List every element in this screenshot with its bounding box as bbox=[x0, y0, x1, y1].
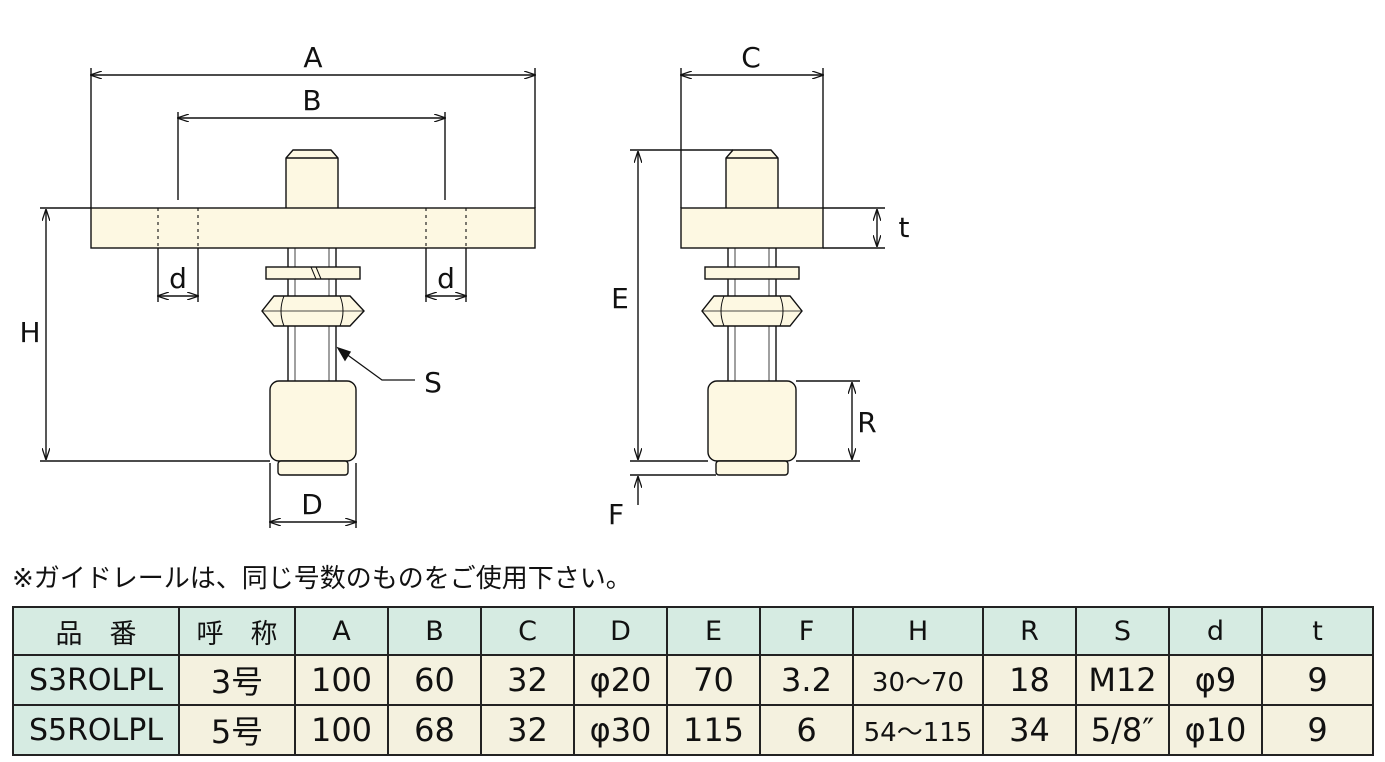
washer-side bbox=[704, 266, 800, 280]
header-t: t bbox=[1261, 606, 1374, 656]
cell-d-hole: φ9 bbox=[1168, 654, 1263, 706]
label-d-left: d bbox=[169, 262, 187, 295]
label-s: S bbox=[424, 366, 442, 399]
leader-s bbox=[337, 347, 415, 381]
cell-d-hole: φ10 bbox=[1168, 704, 1263, 756]
label-d-right: d bbox=[437, 262, 455, 295]
cell-c: 32 bbox=[480, 704, 575, 756]
cell-d: φ30 bbox=[573, 704, 668, 756]
cell-r: 34 bbox=[982, 704, 1077, 756]
stud-top-side bbox=[725, 149, 779, 208]
cell-a: 100 bbox=[294, 704, 389, 756]
label-t: t bbox=[899, 211, 910, 244]
roller-side bbox=[707, 380, 797, 462]
header-h: H bbox=[852, 606, 984, 656]
header-f: F bbox=[759, 606, 854, 656]
cell-b: 68 bbox=[387, 704, 482, 756]
technical-drawing: A B d d H S D C t E R F bbox=[19, 41, 910, 531]
label-f: F bbox=[608, 498, 624, 531]
label-r: R bbox=[857, 406, 876, 439]
roller-flange-front bbox=[277, 460, 349, 476]
header-size: 呼 称 bbox=[178, 606, 296, 656]
roller-front bbox=[269, 380, 357, 462]
cell-part-no: S5ROLPL bbox=[12, 704, 180, 756]
label-e: E bbox=[611, 282, 629, 315]
side-view bbox=[630, 68, 885, 505]
cell-size: 5号 bbox=[178, 704, 296, 756]
cell-h: 30〜70 bbox=[852, 654, 984, 706]
spec-table: 品 番 呼 称 A B C D E F H R S d t S3ROLPL 3号… bbox=[12, 606, 1374, 756]
header-s: S bbox=[1075, 606, 1170, 656]
label-h: H bbox=[19, 316, 40, 349]
header-part-no: 品 番 bbox=[12, 606, 180, 656]
header-d-hole: d bbox=[1168, 606, 1263, 656]
base-plate-front bbox=[90, 207, 536, 249]
cell-f: 6 bbox=[759, 704, 854, 756]
cell-b: 60 bbox=[387, 654, 482, 706]
header-a: A bbox=[294, 606, 389, 656]
label-b: B bbox=[302, 84, 321, 117]
cell-size: 3号 bbox=[178, 654, 296, 706]
header-b: B bbox=[387, 606, 482, 656]
cell-a: 100 bbox=[294, 654, 389, 706]
header-d: D bbox=[573, 606, 668, 656]
cell-e: 115 bbox=[666, 704, 761, 756]
cell-h: 54〜115 bbox=[852, 704, 984, 756]
cell-c: 32 bbox=[480, 654, 575, 706]
header-c: C bbox=[480, 606, 575, 656]
usage-note: ※ガイドレールは、同じ号数のものをご使用下さい。 bbox=[12, 564, 632, 594]
table-row: S3ROLPL 3号 100 60 32 φ20 70 3.2 30〜70 18… bbox=[12, 654, 1374, 706]
cell-part-no: S3ROLPL bbox=[12, 654, 180, 706]
cell-r: 18 bbox=[982, 654, 1077, 706]
base-plate-side bbox=[680, 207, 824, 249]
table-row: S5ROLPL 5号 100 68 32 φ30 115 6 54〜115 34… bbox=[12, 704, 1374, 756]
header-e: E bbox=[666, 606, 761, 656]
roller-flange-side bbox=[715, 460, 789, 476]
stud-top bbox=[285, 149, 339, 208]
label-a: A bbox=[303, 41, 322, 74]
cell-s: 5/8″ bbox=[1075, 704, 1170, 756]
label-d-diameter: D bbox=[301, 488, 323, 521]
cell-t: 9 bbox=[1261, 704, 1374, 756]
cell-d: φ20 bbox=[573, 654, 668, 706]
cell-e: 70 bbox=[666, 654, 761, 706]
header-r: R bbox=[982, 606, 1077, 656]
cell-t: 9 bbox=[1261, 654, 1374, 706]
table-header-row: 品 番 呼 称 A B C D E F H R S d t bbox=[12, 606, 1374, 656]
label-c: C bbox=[741, 41, 761, 74]
cell-s: M12 bbox=[1075, 654, 1170, 706]
cell-f: 3.2 bbox=[759, 654, 854, 706]
front-view bbox=[40, 68, 535, 528]
